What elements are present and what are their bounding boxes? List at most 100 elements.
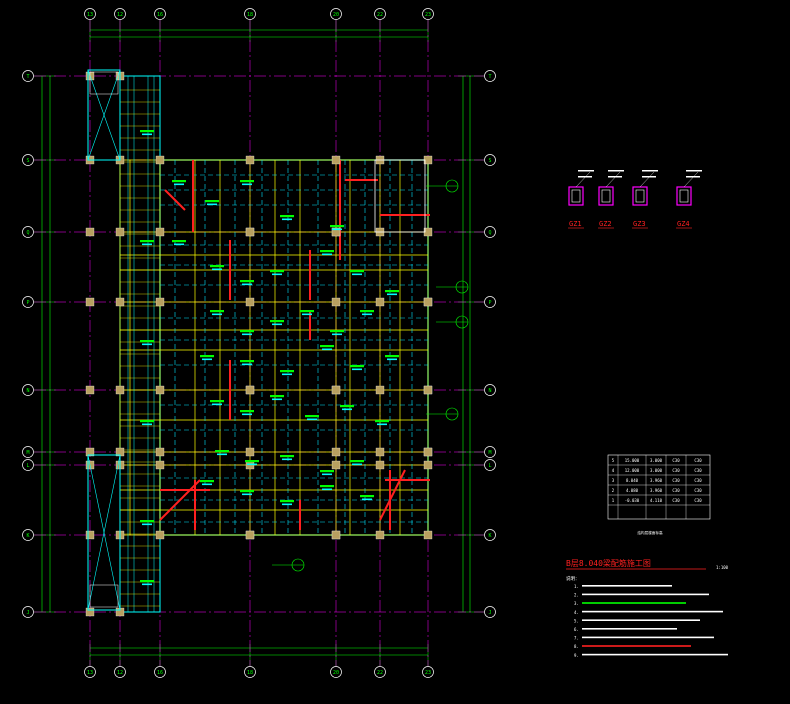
- beam-annotation-mark: [385, 290, 399, 293]
- note-number: 1.: [574, 584, 579, 589]
- plan-title: B层8.040梁配筋施工图: [566, 558, 651, 568]
- column-block: [85, 607, 95, 617]
- note-text-line: [582, 602, 686, 604]
- column-block: [331, 385, 341, 395]
- axis-bubble: [484, 296, 496, 308]
- beam-annotation-mark: [210, 400, 224, 403]
- section-leader: [683, 171, 699, 188]
- beam-annotation-mark: [340, 405, 354, 408]
- axis-bubble-label: P: [488, 300, 491, 306]
- axis-bubble: [22, 296, 34, 308]
- beam-annotation-mark: [215, 450, 229, 453]
- note-number: 2.: [574, 593, 579, 598]
- axis-bubble-label: 20: [333, 12, 339, 18]
- beam-annotation-mark: [142, 583, 152, 586]
- column-block: [331, 530, 341, 540]
- axis-bubble: [22, 384, 34, 396]
- beam-annotation-mark: [242, 413, 252, 416]
- table-cell: 5: [612, 458, 615, 463]
- axis-bubble: [22, 70, 34, 82]
- axis-bubble: [22, 459, 34, 471]
- beam-annotation-mark: [140, 520, 154, 523]
- column-block: [245, 227, 255, 237]
- column-block: [155, 297, 165, 307]
- axis-bubble: [484, 384, 496, 396]
- table-cell: C30: [694, 468, 702, 473]
- beam-annotation-mark: [242, 283, 252, 286]
- table-cell: 15.000: [625, 458, 640, 463]
- column-block: [423, 447, 433, 457]
- beam-annotation-mark: [332, 333, 342, 336]
- beam-annotation-mark: [205, 200, 219, 203]
- column-block: [375, 460, 385, 470]
- axis-bubble-label: 12: [117, 12, 123, 18]
- beam-annotation-mark: [240, 180, 254, 183]
- beam-annotation-mark: [360, 495, 374, 498]
- section-tag: GZ3: [633, 220, 646, 228]
- beam-annotation-mark: [320, 485, 334, 488]
- beam-annotation-mark: [280, 215, 294, 218]
- table-cell: C30: [672, 488, 680, 493]
- axis-bubble-label: K: [488, 533, 491, 539]
- table-cell: 3.000: [650, 458, 663, 463]
- column-block: [375, 447, 385, 457]
- note-number: 8.: [574, 644, 579, 649]
- column-block: [331, 460, 341, 470]
- note-text-line: [582, 653, 728, 656]
- beam-annotation-mark: [212, 313, 222, 316]
- table-cell: 4: [612, 468, 615, 473]
- beam-annotation-mark: [240, 410, 254, 413]
- axis-bubble-label: 18: [247, 670, 253, 676]
- beam-annotation-mark: [350, 365, 364, 368]
- axis-bubble: [84, 8, 96, 20]
- note-text-line: [582, 645, 691, 647]
- notes-heading: 说明：: [566, 575, 580, 582]
- column-block: [423, 385, 433, 395]
- axis-bubble: [484, 446, 496, 458]
- axis-bubble: [330, 8, 342, 20]
- beam-annotation-mark: [247, 463, 257, 466]
- axis-bubble-label: N: [488, 388, 491, 394]
- axis-bubble-label: K: [26, 533, 29, 539]
- column-block: [423, 530, 433, 540]
- table-cell: 3.960: [650, 488, 663, 493]
- column-block: [115, 227, 125, 237]
- beam-annotation-mark: [322, 473, 332, 476]
- legend-caption: 结构层楼面标高: [637, 530, 663, 535]
- note-text-line: [582, 585, 672, 587]
- beam-annotation-mark: [142, 523, 152, 526]
- axis-bubble-label: S: [488, 158, 491, 164]
- beam-annotation-mark: [240, 280, 254, 283]
- beam-annotation-mark: [217, 453, 227, 456]
- beam-annotation-mark: [210, 265, 224, 268]
- column-block: [85, 530, 95, 540]
- column-block: [331, 297, 341, 307]
- beam-annotation-mark: [362, 498, 372, 501]
- beam-annotation-mark: [207, 203, 217, 206]
- beam-annotation-mark: [242, 493, 252, 496]
- axis-bubble-label: Q: [488, 230, 491, 236]
- column-block: [331, 227, 341, 237]
- column-block: [155, 447, 165, 457]
- beam-annotation-mark: [342, 408, 352, 411]
- table-cell: 3.960: [650, 478, 663, 483]
- note-number: 3.: [574, 601, 579, 606]
- section-leader: [605, 171, 621, 188]
- beam-annotation-mark: [172, 240, 186, 243]
- table-cell: 3: [612, 478, 615, 483]
- axis-bubble: [484, 606, 496, 618]
- axis-bubble-label: 16: [157, 12, 163, 18]
- beam-annotation-mark: [280, 455, 294, 458]
- axis-bubble: [22, 606, 34, 618]
- beam-annotation-mark: [270, 320, 284, 323]
- column-block: [331, 447, 341, 457]
- column-block: [245, 155, 255, 165]
- beam-annotation-mark: [375, 420, 389, 423]
- column-block: [85, 227, 95, 237]
- axis-bubble-label: 16: [157, 670, 163, 676]
